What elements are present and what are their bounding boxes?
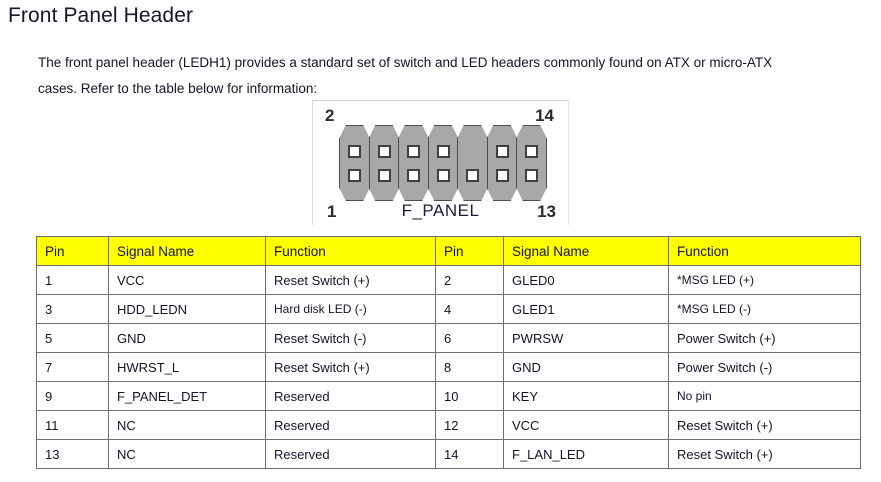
cell-function-left: Reserved: [265, 439, 436, 469]
cell-signal-left: VCC: [108, 265, 266, 295]
cell-signal-left: GND: [108, 323, 266, 353]
cell-signal-left: HDD_LEDN: [108, 294, 266, 324]
pin-hole-bottom-6: [495, 168, 509, 182]
cell-function-left: Reset Switch (+): [265, 265, 436, 295]
pin-hole-top-6: [495, 144, 509, 158]
pin-hole-bottom-7: [525, 168, 538, 182]
cell-signal-left: HWRST_L: [108, 352, 266, 382]
pin-hole-bottom-2: [377, 168, 391, 182]
cell-signal-right: PWRSW: [503, 323, 669, 353]
page-title: Front Panel Header: [8, 4, 194, 27]
cell-signal-left: NC: [108, 410, 266, 440]
cell-function-left: Reserved: [265, 381, 436, 411]
cell-function-right: No pin: [668, 381, 861, 411]
cell-signal-right: GLED1: [503, 294, 669, 324]
connector-column-4: [427, 125, 459, 201]
pin-assignment-table: Pin Signal Name Function Pin Signal Name…: [36, 236, 861, 469]
cell-pin-right: 4: [435, 294, 504, 324]
pin-number-bottom-left: 1: [327, 202, 337, 221]
cell-signal-right: F_LAN_LED: [503, 439, 669, 469]
header-signal-right: Signal Name: [503, 236, 669, 266]
cell-pin-left: 13: [36, 439, 109, 469]
header-function-right: Function: [668, 236, 861, 266]
connector-label: F_PANEL: [401, 201, 480, 220]
pin-hole-top-2: [377, 144, 391, 158]
pin-hole-top-1: [348, 144, 361, 158]
pin-hole-bottom-1: [348, 168, 361, 182]
pin-number-top-left: 2: [325, 106, 335, 125]
cell-function-right: *MSG LED (+): [668, 265, 861, 295]
cell-function-right: *MSG LED (-): [668, 294, 861, 324]
cell-function-right: Reset Switch (+): [668, 410, 861, 440]
cell-function-left: Reserved: [265, 410, 436, 440]
cell-signal-right: VCC: [503, 410, 669, 440]
cell-signal-right: GND: [503, 352, 669, 382]
cell-signal-right: KEY: [503, 381, 669, 411]
cell-pin-right: 12: [435, 410, 504, 440]
cell-pin-right: 10: [435, 381, 504, 411]
cell-pin-left: 3: [36, 294, 109, 324]
pin-hole-bottom-5: [466, 168, 479, 182]
cell-function-left: Reset Switch (-): [265, 323, 436, 353]
connector-column-1: [339, 125, 370, 201]
header-signal-left: Signal Name: [108, 236, 266, 266]
cell-pin-left: 7: [36, 352, 109, 382]
cell-pin-left: 11: [36, 410, 109, 440]
front-panel-connector-figure: 2 14 1 13 F_PANEL: [312, 100, 569, 225]
pin-hole-top-4: [436, 144, 450, 158]
cell-function-left: Hard disk LED (-): [265, 294, 436, 324]
intro-paragraph: The front panel header (LEDH1) provides …: [38, 55, 773, 96]
cell-pin-left: 1: [36, 265, 109, 295]
cell-function-right: Power Switch (-): [668, 352, 861, 382]
cell-pin-left: 9: [36, 381, 109, 411]
connector-column-7: [516, 125, 547, 201]
table-header-row: Pin Signal Name Function Pin Signal Name…: [36, 236, 861, 266]
header-pin-right: Pin: [435, 236, 504, 266]
cell-function-right: Power Switch (+): [668, 323, 861, 353]
pin-number-bottom-right: 13: [537, 202, 556, 221]
pin-hole-top-3: [407, 144, 420, 158]
cell-signal-left: NC: [108, 439, 266, 469]
cell-function-left: Reset Switch (+): [265, 352, 436, 382]
connector-column-2: [368, 125, 400, 201]
connector-pin-block: [339, 125, 547, 201]
pin-hole-bottom-4: [436, 168, 450, 182]
header-function-left: Function: [265, 236, 436, 266]
connector-column-6: [486, 125, 518, 201]
pin-hole-bottom-3: [407, 168, 420, 182]
cell-pin-right: 2: [435, 265, 504, 295]
cell-pin-right: 8: [435, 352, 504, 382]
cell-pin-left: 5: [36, 323, 109, 353]
cell-pin-right: 6: [435, 323, 504, 353]
pin-hole-top-7: [525, 144, 538, 158]
header-pin-left: Pin: [36, 236, 109, 266]
cell-signal-right: GLED0: [503, 265, 669, 295]
pin-number-top-right: 14: [535, 106, 554, 125]
cell-function-right: Reset Switch (+): [668, 439, 861, 469]
cell-pin-right: 14: [435, 439, 504, 469]
cell-signal-left: F_PANEL_DET: [108, 381, 266, 411]
connector-column-3: [398, 125, 429, 201]
connector-column-5: [457, 125, 488, 201]
